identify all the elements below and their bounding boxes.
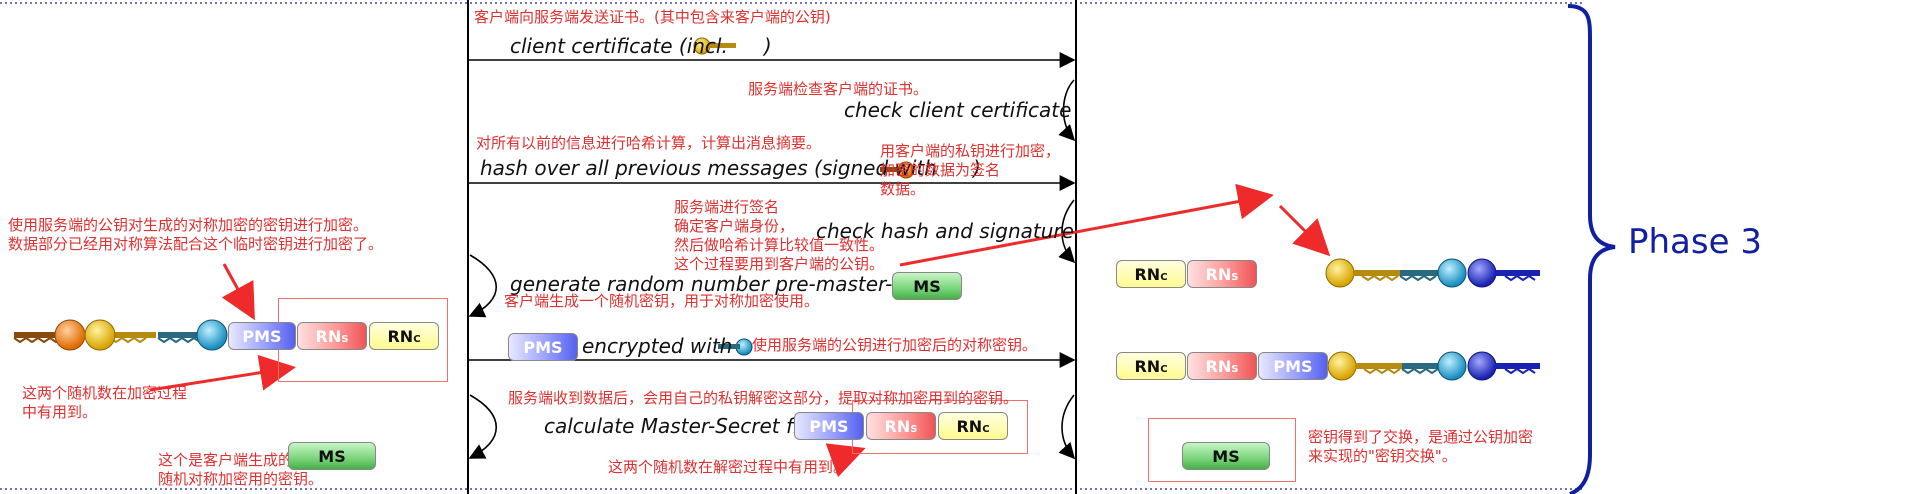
red-arrow-signature-to-keys bbox=[899, 183, 1274, 267]
msg-generate-pms: generate random number pre-master-secret bbox=[510, 272, 955, 296]
msg-client-certificate: client certificate (incl.) bbox=[510, 34, 772, 58]
loop-check-certificate bbox=[1058, 79, 1076, 142]
note-server-decrypt: 服务端收到数据后，会用自己的私钥解密这部分，提取对称加密用到的密钥。 bbox=[508, 389, 1019, 407]
token-ms-left: MS bbox=[288, 442, 376, 470]
note-key-exchange: 密钥得到了交换，是通过公钥加密 来实现的"密钥交换"。 bbox=[1308, 428, 1534, 465]
note-client-sends-cert: 客户端向服务端发送证书。(其中包含来客户端的公钥) bbox=[474, 8, 831, 26]
msg-hash-previous: hash over all previous messages (signed … bbox=[480, 156, 981, 180]
token-pms-encrypted: PMS bbox=[508, 333, 578, 361]
token-pms-right-bottom: PMS bbox=[1258, 352, 1328, 380]
loop-generate-pms bbox=[468, 254, 497, 318]
token-pms-left: PMS bbox=[228, 322, 296, 350]
token-ms-right: MS bbox=[1182, 442, 1270, 470]
key-icon-encrypted-with bbox=[718, 338, 753, 356]
msg-check-client-certificate: check client certificate bbox=[844, 98, 1072, 122]
msg-calculate-ms: calculate Master-Secret from bbox=[544, 414, 833, 438]
msg-encrypted-with: encrypted with bbox=[582, 334, 733, 358]
red-arrow-keys-down bbox=[1278, 204, 1331, 257]
ms-exchange-box bbox=[1148, 418, 1296, 482]
note-server-pubkey-encrypt: 使用服务端的公钥进行加密后的对称密钥。 bbox=[752, 336, 1038, 354]
note-random-in-encrypt: 这两个随机数在加密过程 中有用到。 bbox=[22, 384, 188, 421]
note-client-ms: 这个是客户端生成的 随机对称加密用的密钥。 bbox=[158, 451, 324, 488]
phase-brace bbox=[1567, 4, 1616, 494]
red-arrow-random-to-box bbox=[149, 354, 296, 392]
token-pms-calc: PMS bbox=[794, 412, 864, 440]
msg-check-hash-signature: check hash and signature bbox=[816, 219, 1074, 243]
note-random-in-decrypt: 这两个随机数在解密过程中有用到。 bbox=[608, 458, 849, 476]
note-server-checks-cert: 服务端检查客户端的证书。 bbox=[748, 80, 929, 98]
loop-calc-ms-server bbox=[1058, 394, 1076, 460]
key-icon-client-cert bbox=[693, 37, 736, 55]
left-key-chain bbox=[13, 319, 228, 351]
note-private-key-sign: 用客户端的私钥进行加密， 加密的数据为签名 数据。 bbox=[880, 142, 1061, 198]
loop-check-hash bbox=[1058, 199, 1076, 264]
token-ms-generate: MS bbox=[892, 272, 962, 300]
right-key-chain-bottom bbox=[1327, 351, 1540, 381]
red-arrow-to-pms bbox=[221, 263, 255, 321]
phase-label: Phase 3 bbox=[1628, 222, 1762, 262]
note-server-signature: 服务端进行签名 确定客户端身份， 然后做哈希计算比较值一致性。 这个过程要用到客… bbox=[674, 198, 885, 273]
right-key-chain-top bbox=[1325, 258, 1540, 288]
note-hash-previous: 对所有以前的信息进行哈希计算，计算出消息摘要。 bbox=[476, 134, 822, 152]
loop-calc-ms-client bbox=[468, 394, 497, 459]
key-icon-hash-signed bbox=[880, 161, 915, 179]
note-left-pubkey-encrypt: 使用服务端的公钥对生成的对称加密的密钥进行加密。 数据部分已经用对称算法配合这个… bbox=[8, 216, 384, 253]
note-client-random-key: 客户端生成一个随机密钥，用于对称加密使用。 bbox=[504, 292, 820, 310]
red-arrow-decrypt-random bbox=[825, 443, 866, 478]
